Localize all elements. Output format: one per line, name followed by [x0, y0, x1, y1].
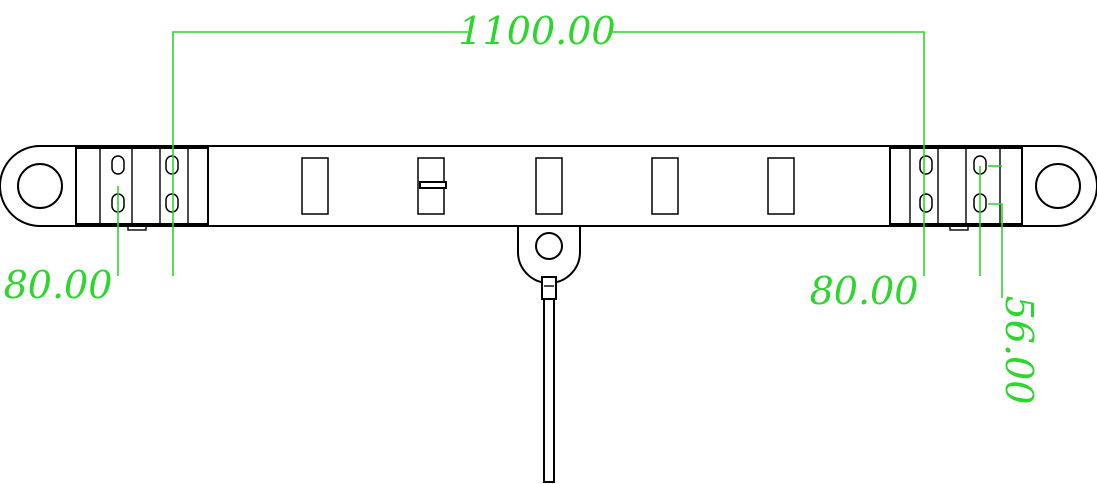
overall-dim-line-right	[610, 31, 925, 276]
window-5	[767, 157, 795, 215]
overall-span-label: 1100.00	[458, 9, 615, 53]
right-offset-label: 80.00	[810, 269, 919, 313]
right-end-hole	[1035, 163, 1081, 209]
left-slot-3	[165, 155, 179, 175]
right-slot-1	[919, 155, 933, 175]
dimension-overall: 1100.00	[172, 9, 925, 276]
slot-spacing-label: 56.00	[997, 296, 1041, 405]
slot-spacing-line-3	[988, 203, 1003, 298]
overall-dim-line	[172, 31, 468, 276]
dimension-slot-spacing: 56.00	[979, 165, 1041, 405]
hanger-assembly	[517, 225, 581, 483]
window-3	[535, 157, 563, 215]
hanger-clip	[541, 276, 557, 300]
left-offset-label: 80.00	[4, 263, 113, 307]
hanger-hole	[535, 232, 563, 260]
hanger-rod	[543, 298, 555, 483]
left-slot-1	[111, 155, 125, 175]
mounting-bar	[0, 145, 1097, 483]
left-slot-4	[165, 193, 179, 213]
right-clamp-block	[889, 147, 1023, 231]
window-1	[301, 157, 329, 215]
latch-tab	[419, 181, 447, 189]
left-clamp-block	[75, 147, 209, 231]
middle-windows	[301, 157, 795, 215]
left-end-hole	[17, 163, 63, 209]
dimension-left: 80.00	[4, 186, 119, 307]
right-slot-2	[919, 193, 933, 213]
dimension-right: 80.00	[810, 269, 919, 313]
window-4	[651, 157, 679, 215]
